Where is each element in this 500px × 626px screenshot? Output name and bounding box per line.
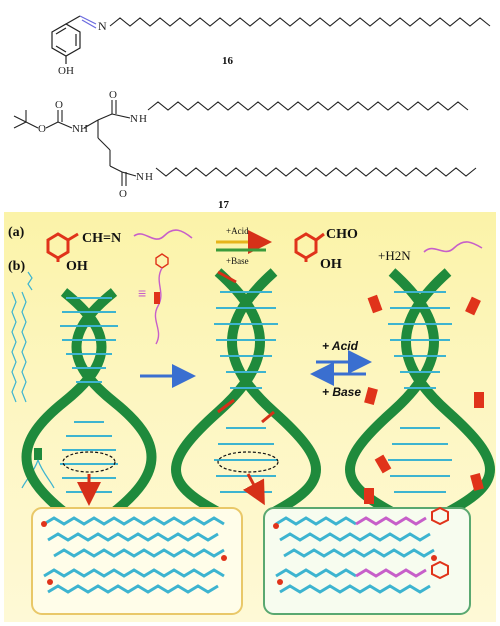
- main-base-label: + Base: [322, 385, 361, 399]
- compound-16-structure: N OH 16: [51, 15, 491, 77]
- panel-b-label: (b): [8, 259, 25, 274]
- compound-16-number: 16: [222, 55, 234, 67]
- compound-17-o-carbonyl-top-label: O: [55, 99, 63, 111]
- panel-a-label: (a): [8, 225, 25, 240]
- compound-17-h-amide1-label: H: [139, 113, 147, 125]
- compound-16-n-label: N: [98, 19, 107, 33]
- compound-16-model: [154, 253, 169, 345]
- equiv-symbol-middle: ≡: [138, 285, 146, 301]
- compound-17-structure: O O NH O N H O N H 17: [13, 89, 477, 211]
- compound-16-imine-bonds: [65, 15, 97, 64]
- aldehyde-group-label: CHO: [326, 227, 358, 242]
- compound-17-h-amide2-label: H: [145, 171, 153, 183]
- salicylimine-ring: [46, 232, 79, 262]
- compound-16-alkyl-chain: [109, 17, 491, 27]
- main-acid-label: + Acid: [322, 339, 359, 353]
- compound-17-number: 17: [218, 199, 230, 211]
- helix-middle: [171, 268, 321, 517]
- helix-right: [345, 268, 495, 517]
- helix-left: [21, 288, 157, 516]
- compound-17-n-amide1-label: N: [130, 113, 138, 125]
- compound-17-boc-bonds: [13, 100, 137, 186]
- amine-group-label: +H2N: [378, 248, 411, 263]
- compound-16-benzene-ring: [51, 23, 81, 57]
- compound-17-upper-chain: [147, 101, 469, 111]
- compound-17-o-amide2-label: O: [119, 188, 127, 200]
- equilibrium-acid-label: +Acid: [226, 226, 249, 236]
- detail-box-left: [31, 507, 243, 615]
- detail-box-right: [263, 506, 471, 615]
- imine-alkyl-tail: [133, 229, 193, 240]
- compound-17-n-amide2-label: N: [136, 171, 144, 183]
- scheme-illustration: (a) CH=N OH +Acid +Base CHO OH +H2N (b): [8, 225, 495, 615]
- equilibrium-base-label: +Base: [226, 256, 249, 266]
- compound-17-o-ester-label: O: [38, 123, 46, 135]
- scheme-panel: (a) CH=N OH +Acid +Base CHO OH +H2N (b): [4, 212, 496, 622]
- imine-group-label: CH=N: [82, 231, 121, 246]
- compound-17-nh-label: NH: [72, 123, 88, 135]
- salicylaldehyde-ring: [294, 232, 325, 262]
- compound-17-model: [11, 271, 33, 403]
- amine-alkyl-tail: [423, 241, 483, 253]
- compound-16-oh-label: OH: [58, 65, 74, 77]
- hydroxyl-left-label: OH: [66, 259, 88, 274]
- compound-17-lower-chain: [155, 167, 477, 177]
- compound-17-model-head: [34, 448, 42, 460]
- hydroxyl-right-label: OH: [320, 257, 342, 272]
- compound-17-o-amide1-label: O: [109, 89, 117, 101]
